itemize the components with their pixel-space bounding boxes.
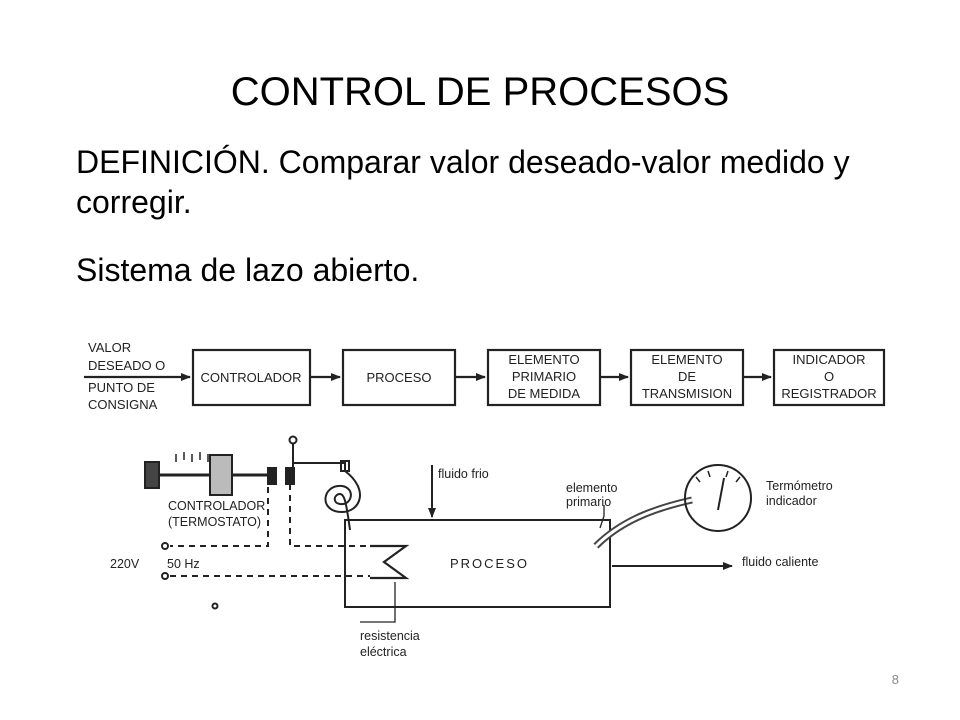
process-tank-label: PROCESO bbox=[450, 556, 529, 571]
contact-right bbox=[285, 467, 295, 485]
thermometer-label-1: Termómetro bbox=[766, 479, 833, 493]
primary-element-label-1: elemento bbox=[566, 481, 617, 495]
heater-label-2: eléctrica bbox=[360, 645, 407, 659]
indicator-block bbox=[772, 348, 886, 407]
indicator-block-label-3: REGISTRADOR bbox=[781, 386, 876, 401]
frequency-label: 50 Hz bbox=[167, 557, 200, 571]
indicator-block-label-2: O bbox=[824, 369, 834, 384]
thermometer-gauge bbox=[684, 464, 752, 532]
hot-fluid-label: fluido caliente bbox=[742, 555, 818, 569]
transmitter-block-label-1: ELEMENTO bbox=[651, 352, 722, 367]
thermostat-knob bbox=[144, 461, 160, 489]
input-label-1: VALOR bbox=[88, 340, 131, 355]
open-loop-text: Sistema de lazo abierto. bbox=[76, 252, 420, 288]
wire-dashed-1 bbox=[170, 476, 269, 547]
definition-text: DEFINICIÓN. Comparar valor deseado-valor… bbox=[76, 144, 850, 220]
terminal-220v-1 bbox=[161, 542, 169, 550]
heater-element bbox=[370, 544, 410, 580]
transmitter-block-label-2: DE bbox=[678, 369, 696, 384]
sensor-block-label-1: ELEMENTO bbox=[508, 352, 579, 367]
gauge-ticks bbox=[695, 470, 741, 483]
input-label-3: PUNTO DE bbox=[88, 380, 155, 395]
cold-fluid-label: fluido frio bbox=[438, 467, 489, 481]
thermostat-body bbox=[209, 454, 233, 496]
thermometer-label-2: indicador bbox=[766, 494, 817, 508]
sensor-block-label-3: DE MEDIDA bbox=[508, 386, 581, 401]
primary-element-label-2: primario bbox=[566, 495, 611, 509]
gauge-needle bbox=[717, 477, 725, 511]
transmitter-block-label-3: TRANSMISION bbox=[642, 386, 732, 401]
primary-element-leader bbox=[599, 505, 605, 529]
voltage-label: 220V bbox=[110, 557, 140, 571]
process-tank bbox=[344, 519, 611, 608]
sensor-block-label-2: PRIMARIO bbox=[512, 369, 576, 384]
wire-dashed-2 bbox=[289, 484, 370, 547]
page-number: 8 bbox=[891, 672, 899, 687]
bulb-coil bbox=[324, 470, 361, 531]
controller-block-label: CONTROLADOR bbox=[200, 370, 301, 385]
slide-title: CONTROL DE PROCESOS bbox=[230, 70, 730, 114]
ground-terminal bbox=[211, 602, 219, 610]
terminal-top bbox=[288, 435, 298, 445]
input-label-2: DESEADO O bbox=[88, 358, 165, 373]
terminal-220v-2 bbox=[161, 572, 169, 580]
thermostat-scale bbox=[175, 452, 209, 462]
process-sketch: CONTROLADOR (TERMOSTATO) 220V 50 Hz PROC… bbox=[110, 435, 833, 659]
indicator-block-label-1: INDICADOR bbox=[793, 352, 866, 367]
contact-left bbox=[267, 467, 277, 485]
block-diagram: VALOR DESEADO O PUNTO DE CONSIGNA CONTRO… bbox=[84, 340, 886, 412]
process-block-label: PROCESO bbox=[366, 370, 431, 385]
capillary-line bbox=[294, 462, 346, 470]
controller-label-1: CONTROLADOR bbox=[168, 499, 265, 513]
primary-element-probe-inner bbox=[594, 498, 693, 548]
heater-label-1: resistencia bbox=[360, 629, 420, 643]
input-label-4: CONSIGNA bbox=[88, 397, 158, 412]
controller-label-2: (TERMOSTATO) bbox=[168, 515, 261, 529]
heater-leader bbox=[360, 582, 396, 623]
